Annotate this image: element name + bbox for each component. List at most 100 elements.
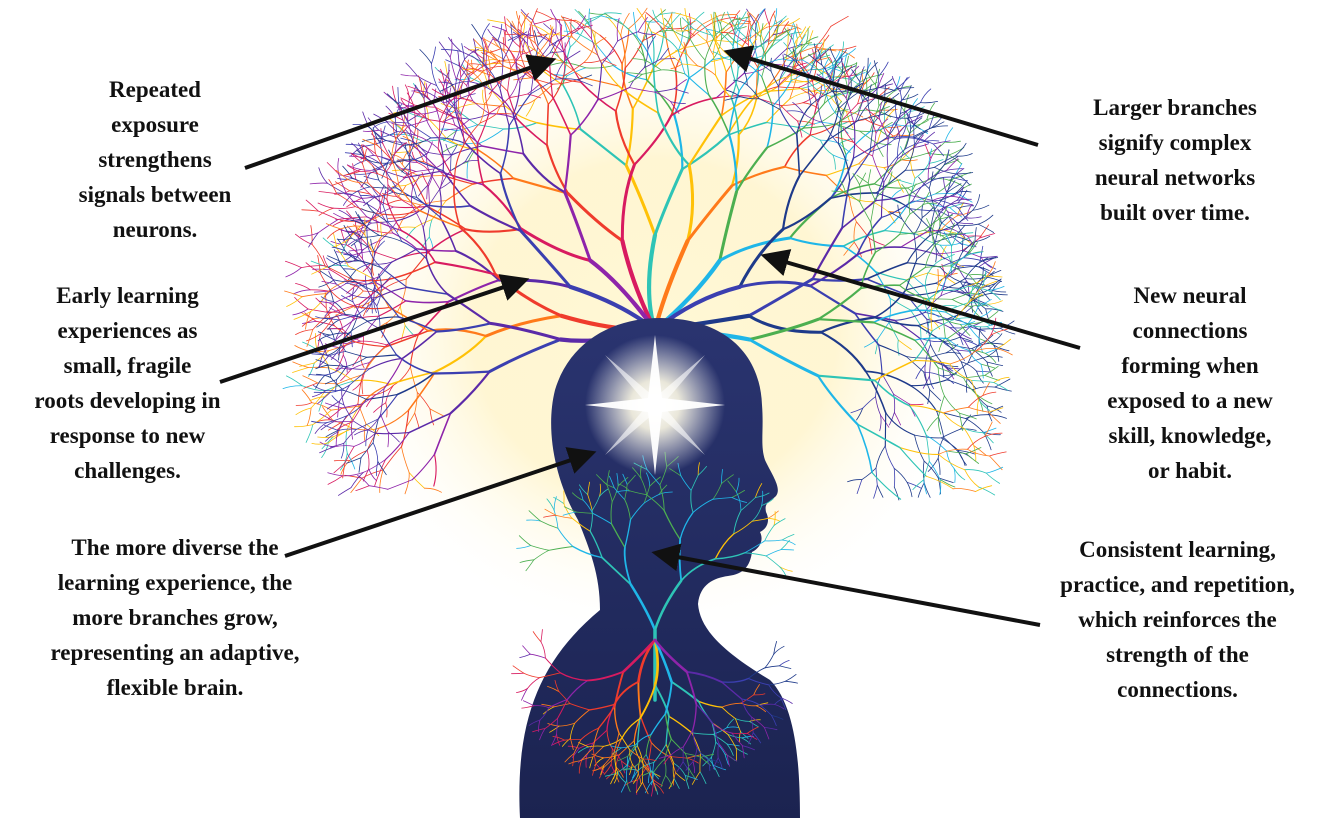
branch — [482, 24, 490, 39]
branch — [988, 415, 1006, 419]
branch — [318, 203, 333, 208]
branch — [924, 141, 939, 142]
branch — [914, 111, 922, 125]
branch — [737, 15, 738, 28]
branch — [806, 37, 818, 43]
label-line: neurons. — [55, 212, 255, 247]
branch — [987, 276, 1002, 277]
branch — [765, 666, 779, 668]
label-line: small, fragile — [10, 348, 245, 383]
branch — [307, 408, 311, 426]
label-line: New neural — [1070, 278, 1310, 313]
branch — [318, 437, 334, 438]
branch — [304, 383, 318, 388]
label-line: which reinforces the — [1040, 602, 1315, 637]
branch — [973, 195, 980, 211]
branch — [325, 425, 339, 430]
branch — [751, 14, 758, 26]
label-line: neural networks — [1060, 160, 1290, 195]
label-line: connections. — [1040, 672, 1315, 707]
branch — [307, 334, 321, 341]
branch — [319, 192, 337, 194]
label-line: Consistent learning, — [1040, 532, 1315, 567]
branch — [978, 224, 993, 232]
branch — [779, 660, 789, 665]
branch — [458, 51, 459, 66]
branch — [318, 211, 338, 220]
branch — [513, 666, 524, 673]
branch — [520, 654, 531, 657]
branch — [328, 476, 343, 485]
branch — [296, 403, 312, 406]
branch — [990, 452, 1007, 456]
branch — [965, 470, 987, 474]
branch — [779, 666, 791, 669]
branch — [356, 486, 369, 491]
branch — [965, 470, 979, 487]
branch — [921, 89, 931, 103]
branch — [283, 386, 302, 389]
branch — [286, 268, 302, 277]
label-line: signals between — [55, 177, 255, 212]
branch — [986, 473, 999, 483]
branch — [986, 277, 1001, 282]
branch — [979, 400, 990, 411]
label-line: signify complex — [1060, 125, 1290, 160]
branch — [296, 283, 311, 289]
branch — [432, 47, 436, 64]
branch — [524, 673, 540, 677]
branch — [987, 362, 1003, 366]
branch — [975, 228, 976, 242]
branch — [295, 297, 309, 309]
label-line: Larger branches — [1060, 90, 1290, 125]
branch — [326, 224, 340, 229]
branch — [492, 26, 506, 31]
branch — [296, 330, 313, 335]
branch — [512, 673, 524, 674]
branch — [310, 183, 327, 184]
branch — [301, 266, 325, 268]
branch — [286, 376, 302, 386]
label-line: The more diverse the — [25, 530, 325, 565]
branch — [914, 125, 915, 145]
branch — [785, 681, 797, 683]
branch — [523, 701, 533, 706]
branch — [967, 217, 982, 218]
branch — [556, 19, 557, 34]
label-repeated-exposure: Repeatedexposurestrengthenssignals betwe… — [55, 72, 255, 247]
branch — [294, 290, 311, 294]
label-line: exposure — [55, 107, 255, 142]
label-diverse-experience: The more diverse thelearning experience,… — [25, 530, 325, 705]
branch — [867, 78, 868, 94]
label-line: or habit. — [1070, 453, 1310, 488]
branch — [401, 75, 417, 76]
branch — [387, 94, 399, 104]
label-line: strength of the — [1040, 637, 1315, 672]
branch — [802, 26, 810, 39]
branch — [983, 392, 996, 395]
branch — [363, 145, 376, 154]
branch — [306, 425, 313, 443]
branch — [785, 674, 796, 681]
label-line: built over time. — [1060, 195, 1290, 230]
branch — [535, 19, 553, 24]
branch — [312, 354, 327, 355]
label-line: experiences as — [10, 313, 245, 348]
branch — [979, 487, 995, 495]
branch — [983, 428, 996, 433]
branch — [362, 163, 368, 182]
branch — [897, 88, 914, 89]
branch — [441, 69, 445, 83]
branch — [990, 456, 1003, 470]
branch — [296, 408, 311, 415]
branch — [765, 10, 770, 24]
branch — [990, 334, 1002, 344]
branch — [945, 128, 953, 142]
branch — [973, 205, 989, 210]
branch — [880, 79, 893, 88]
label-line: flexible brain. — [25, 670, 325, 705]
label-line: response to new — [10, 418, 245, 453]
branch — [914, 132, 928, 139]
branch — [306, 200, 318, 211]
